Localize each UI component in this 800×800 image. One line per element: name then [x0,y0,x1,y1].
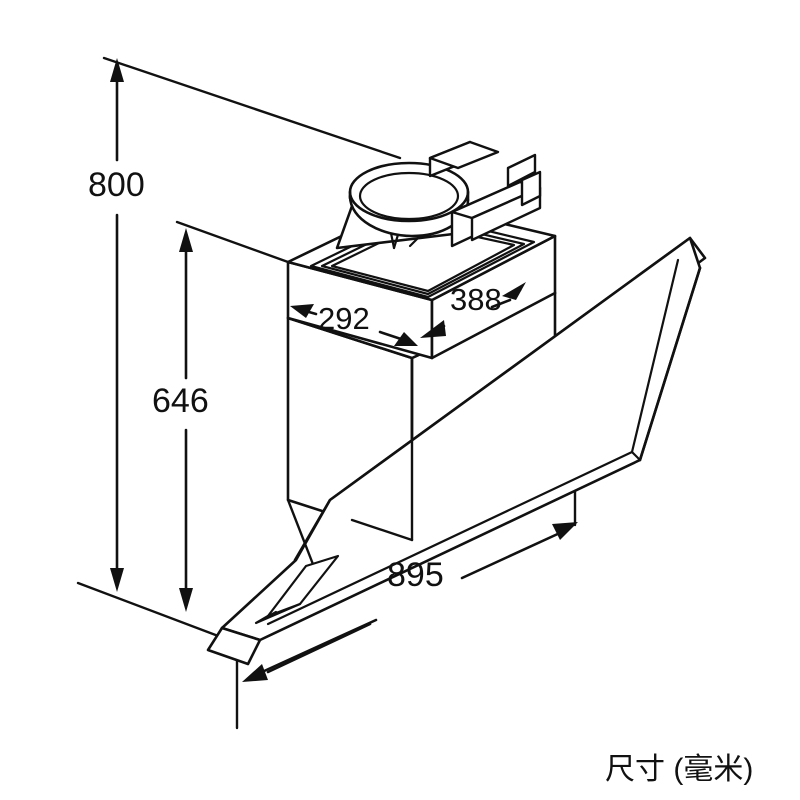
units-caption: 尺寸 (毫米) [605,753,754,786]
arrowhead-800-bottom [110,568,124,592]
arrowhead-895-left [242,664,268,682]
dimension-label-895: 895 [387,556,444,594]
arrowhead-388-right [502,282,526,300]
dimension-label-292: 292 [318,301,370,336]
handle-tick [260,610,278,622]
collar-inner-ellipse [358,171,460,221]
dimension-line-depth [266,622,372,674]
dimension-line-895-right [460,530,564,580]
dimension-line-895-left [260,618,378,674]
dimension-895 [260,530,564,674]
arrowhead-646-bottom [179,588,193,612]
canopy-body-junction [286,356,414,574]
arrowhead-800-top [110,58,124,82]
duct-collar [348,161,470,238]
canopy-right-corner [630,450,642,462]
dimension-line-388-right [490,298,512,309]
junction-left-skirt [286,498,318,574]
dimension-label-646: 646 [152,382,209,420]
arrowhead-292-right [394,332,418,346]
dimension-label-388: 388 [450,282,502,317]
housing-rail-detail [428,140,542,248]
canopy-handle-detail [254,554,340,625]
glass-canopy [206,236,707,666]
dimension-line-388-tail [508,288,522,298]
rail-back-tab-top [428,140,500,170]
canopy-right-edge [638,266,702,462]
extension-line-top-646 [175,220,290,264]
arrowhead-895-right [552,522,578,540]
dimension-label-800: 800 [88,166,145,204]
canopy-lower-edge [206,626,262,666]
rail-end-tab [520,170,542,207]
arrowhead-388-left [420,320,446,338]
arrowhead-292-left [290,304,314,318]
extension-line-top-800 [102,56,402,160]
junction-bottom [350,518,414,542]
arrowhead-646-top [179,228,193,252]
rail-upper-tab [506,153,537,188]
dimension-depth-bottom [266,622,372,674]
